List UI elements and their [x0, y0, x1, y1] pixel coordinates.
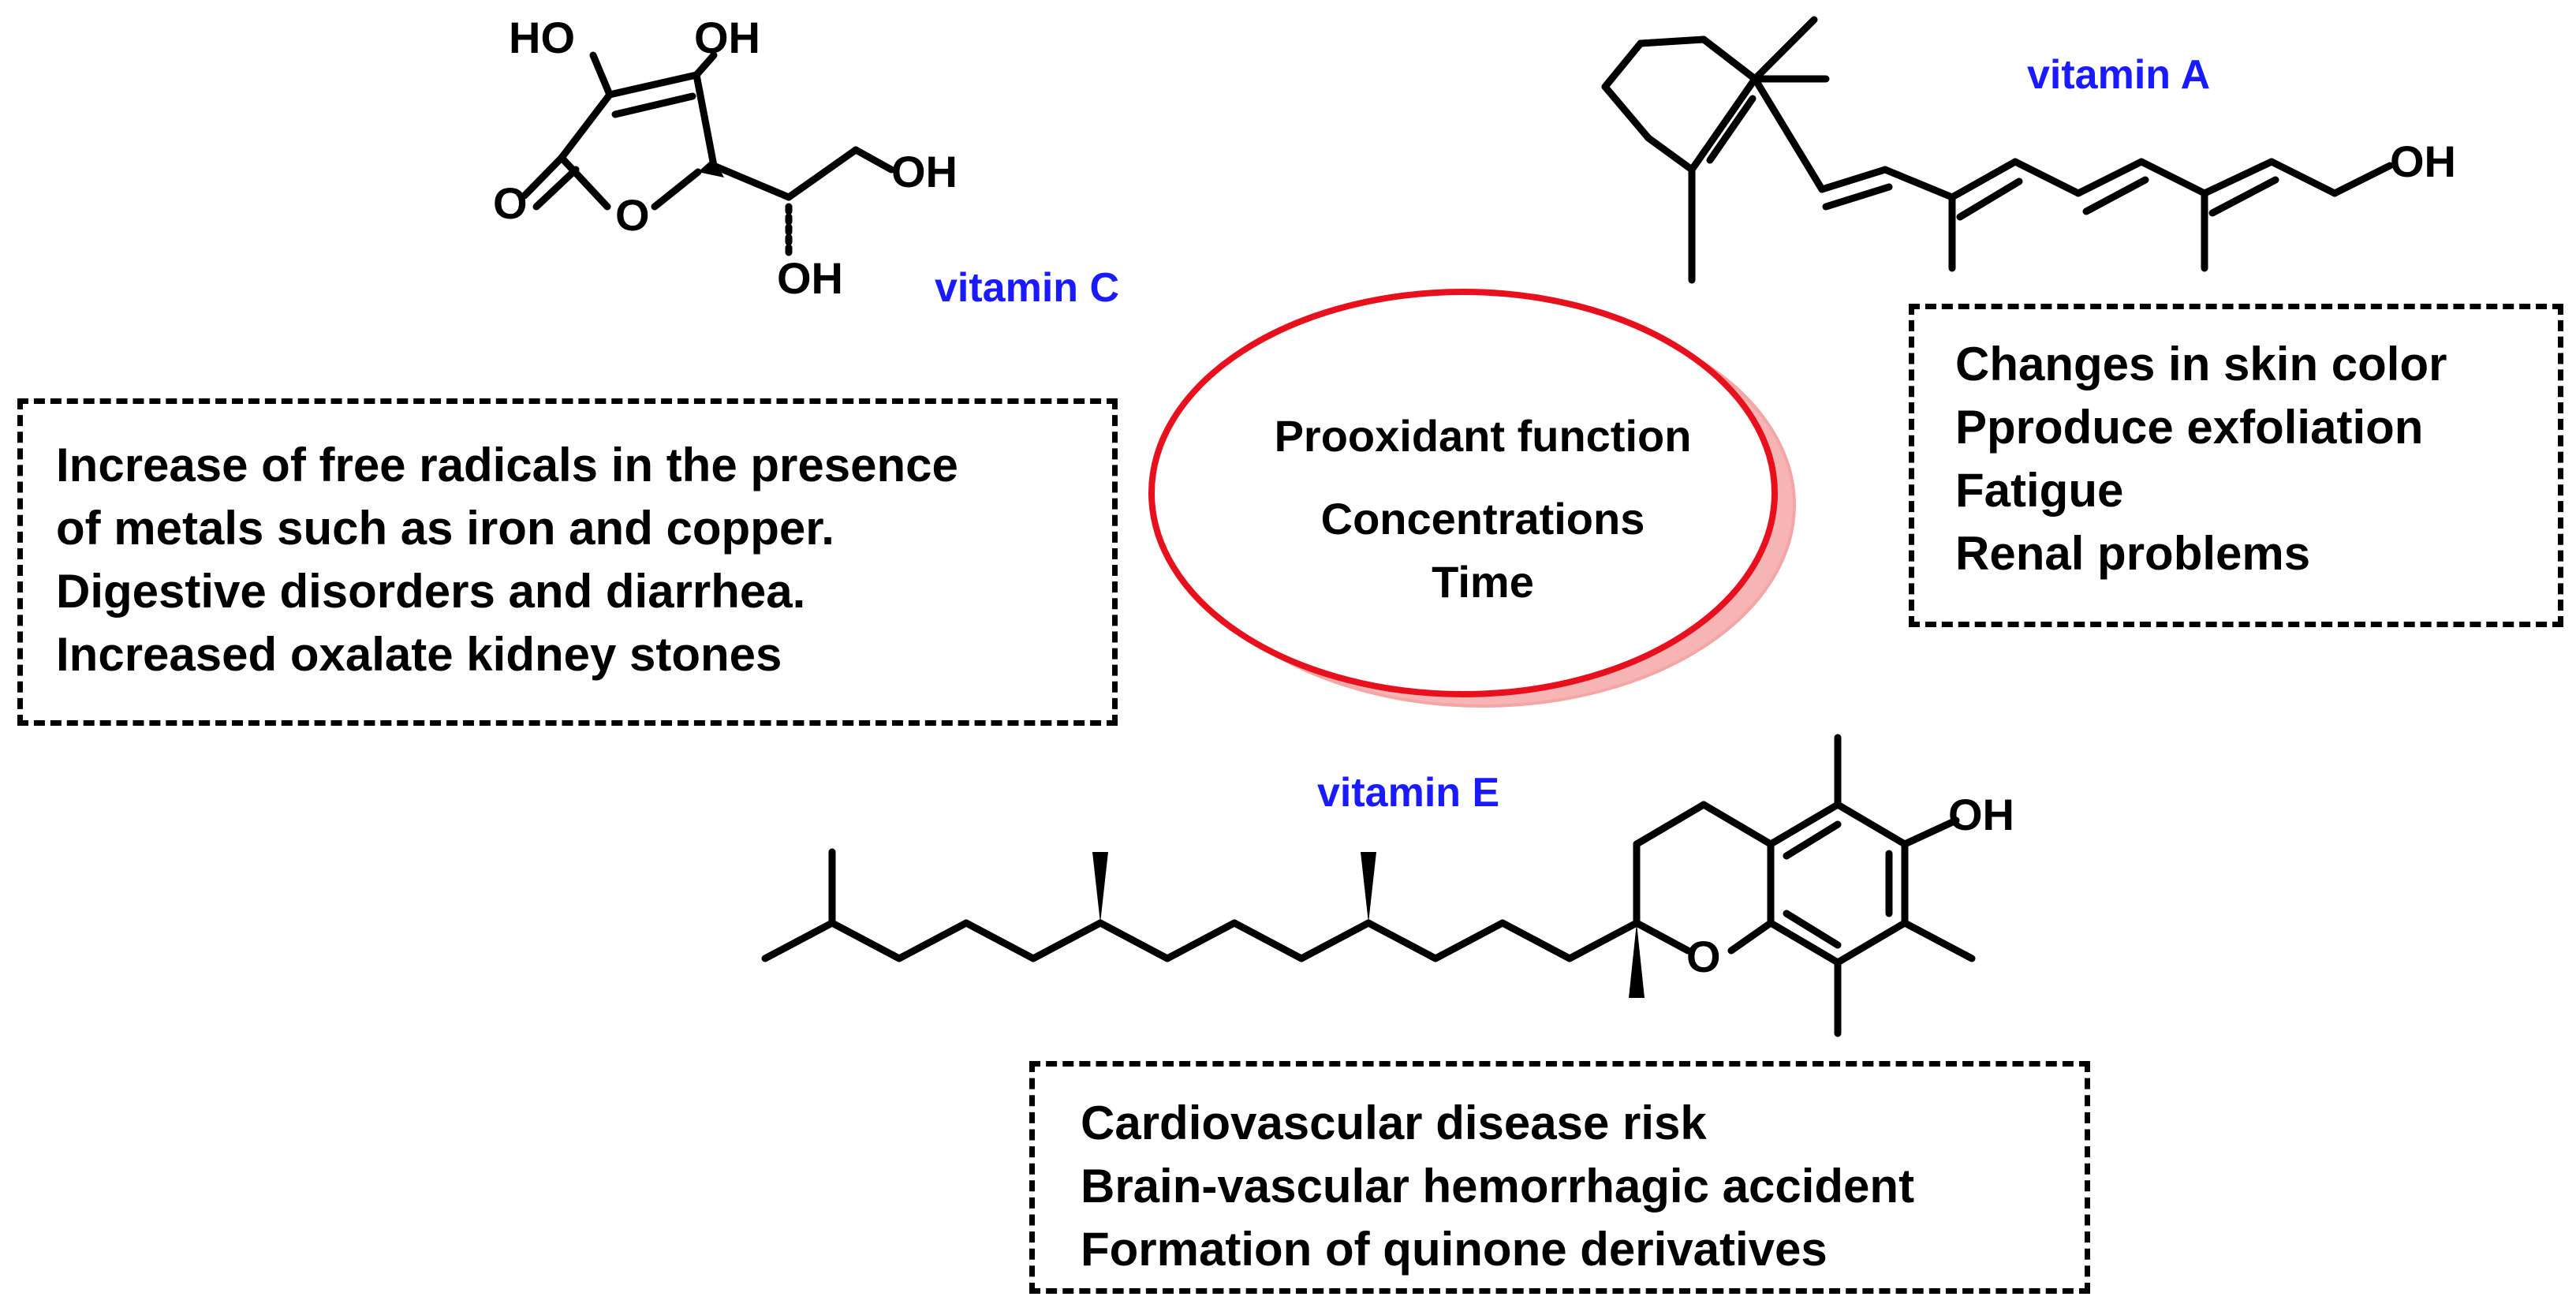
vitamin-e-oh-label: OH — [1948, 790, 2014, 839]
center-title: Prooxidant function — [1274, 411, 1692, 461]
vitamin-c-effect-4: Increased oxalate kidney stones — [56, 628, 782, 681]
vitamin-e-structure — [761, 734, 1976, 1037]
center-line-time: Time — [1432, 557, 1534, 607]
vitamin-e-ring-o-label: O — [1686, 932, 1721, 981]
vitamin-e-effects-box: Cardiovascular disease risk Brain-vascul… — [1029, 1061, 2090, 1294]
vitamin-a-effects-box: Changes in skin color Pproduce exfoliati… — [1909, 304, 2563, 627]
center-ellipse — [1148, 289, 1778, 697]
vitamin-a-effect-1: Changes in skin color — [1955, 338, 2447, 390]
vitamin-c-effect-1: Increase of free radicals in the presenc… — [56, 439, 958, 491]
vitamin-a-structure — [1601, 16, 2394, 284]
center-line-concentrations: Concentrations — [1320, 494, 1645, 544]
vitamin-e-effect-3: Formation of quinone derivatives — [1081, 1223, 1827, 1276]
vitamin-c-wedge — [698, 158, 724, 177]
vitamin-e-wedge-1 — [1092, 852, 1108, 923]
vitamin-c-effects-box: Increase of free radicals in the presenc… — [17, 398, 1118, 726]
vitamin-c-carbonyl-o-label: O — [493, 178, 528, 228]
vitamin-a-oh-label: OH — [2390, 136, 2456, 186]
vitamin-e-wedge-3 — [1629, 923, 1645, 998]
vitamin-a-effect-4: Renal problems — [1955, 527, 2311, 580]
vitamin-c-structure — [521, 51, 895, 256]
vitamin-e-label: vitamin E — [1317, 770, 1500, 816]
vitamin-e-wedge-2 — [1361, 852, 1376, 923]
vitamin-c-oh-right-label: OH — [891, 147, 958, 196]
vitamin-c-effect-2: of metals such as iron and copper. — [56, 502, 834, 555]
vitamin-c-ring-o-label: O — [615, 190, 650, 240]
vitamin-a-effect-3: Fatigue — [1955, 464, 2124, 517]
vitamin-a-effect-2: Pproduce exfoliation — [1955, 401, 2424, 454]
vitamin-a-label: vitamin A — [2027, 52, 2211, 98]
vitamin-c-ho-label: HO — [509, 13, 575, 62]
vitamin-c-oh-bottom-label: OH — [777, 253, 843, 303]
vitamin-e-effect-2: Brain-vascular hemorrhagic accident — [1081, 1160, 1915, 1212]
vitamin-c-effect-3: Digestive disorders and diarrhea. — [56, 565, 806, 618]
vitamin-c-label: vitamin C — [935, 265, 1120, 311]
vitamin-c-oh-top-label: OH — [694, 13, 760, 62]
vitamin-e-effect-1: Cardiovascular disease risk — [1081, 1097, 1707, 1149]
